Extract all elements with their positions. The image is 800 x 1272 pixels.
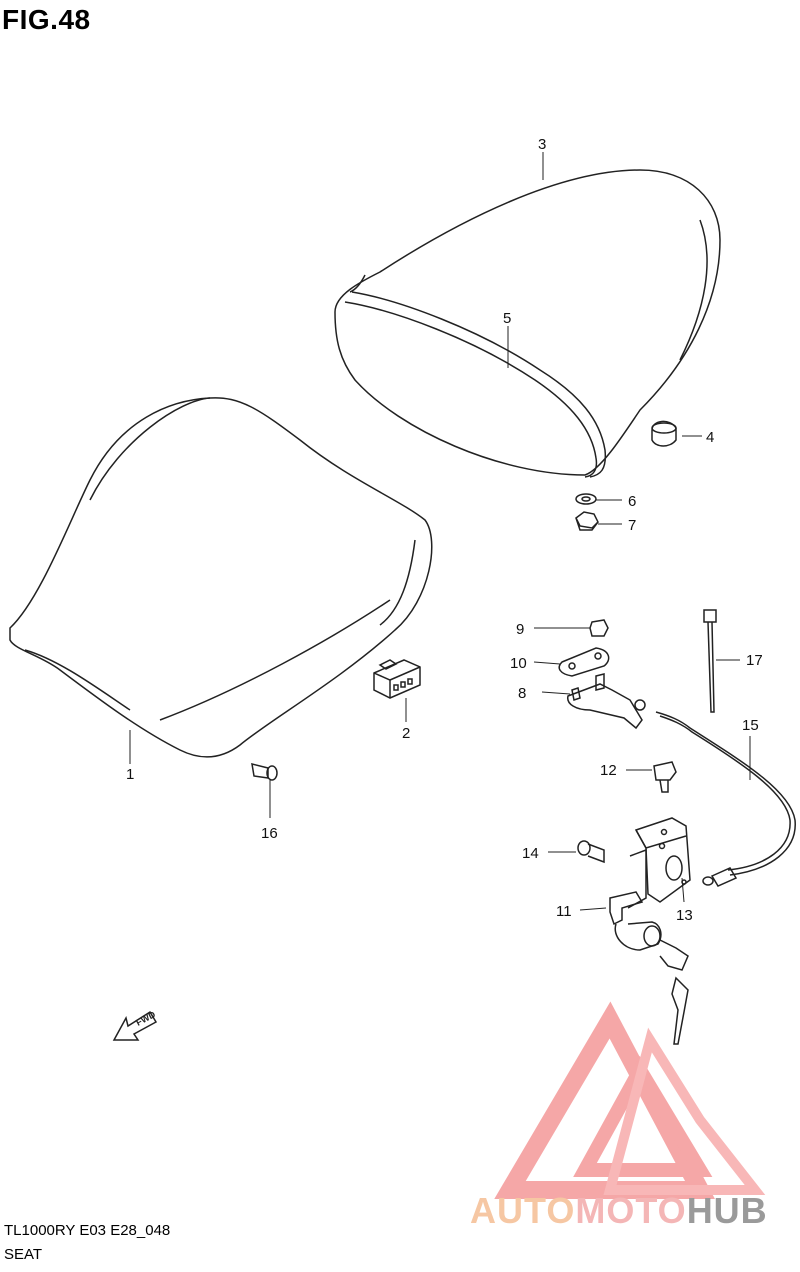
model-code: TL1000RY E03 E28_048 <box>4 1222 171 1239</box>
callout-2: 2 <box>402 725 410 742</box>
screw <box>251 762 278 781</box>
watermark-hub: HUB <box>686 1190 768 1231</box>
latch-assembly <box>558 619 646 730</box>
watermark-logo <box>494 1001 766 1199</box>
section-name: SEAT <box>4 1246 43 1263</box>
screw-14 <box>577 840 605 864</box>
callout-1: 1 <box>126 766 134 783</box>
callout-17: 17 <box>746 652 763 669</box>
nut <box>575 511 599 531</box>
figure-title: FIG.48 <box>2 4 91 35</box>
callout-6: 6 <box>628 493 636 510</box>
callout-11: 11 <box>556 903 572 920</box>
seat-lock <box>609 891 689 1045</box>
cushion <box>651 420 677 447</box>
callout-8: 8 <box>518 685 526 702</box>
connector <box>373 659 421 699</box>
callout-4: 4 <box>706 429 714 446</box>
callout-12: 12 <box>600 762 617 779</box>
watermark-text: AUTOMOTOHUB <box>470 1190 768 1232</box>
release-cable <box>655 711 796 887</box>
leader-lines <box>129 152 751 911</box>
callout-13: 13 <box>676 907 693 924</box>
callout-5: 5 <box>503 310 511 327</box>
cable-tie <box>703 609 717 713</box>
callout-10: 10 <box>510 655 527 672</box>
washer <box>575 493 597 505</box>
seat-cowl <box>334 169 721 478</box>
watermark-moto: MOTO <box>575 1190 687 1231</box>
rider-seat <box>9 397 433 758</box>
bolt-12 <box>653 761 677 793</box>
callout-15: 15 <box>742 717 759 734</box>
callout-7: 7 <box>628 517 636 534</box>
fwd-arrow-icon: FWD <box>112 1009 157 1041</box>
watermark-auto: AUTO <box>470 1190 576 1231</box>
callout-9: 9 <box>516 621 524 638</box>
callout-16: 16 <box>261 825 278 842</box>
callout-labels: 1 2 3 4 5 6 7 8 9 10 11 12 13 14 15 16 1… <box>126 136 763 924</box>
callout-14: 14 <box>522 845 539 862</box>
callout-3: 3 <box>538 136 546 153</box>
